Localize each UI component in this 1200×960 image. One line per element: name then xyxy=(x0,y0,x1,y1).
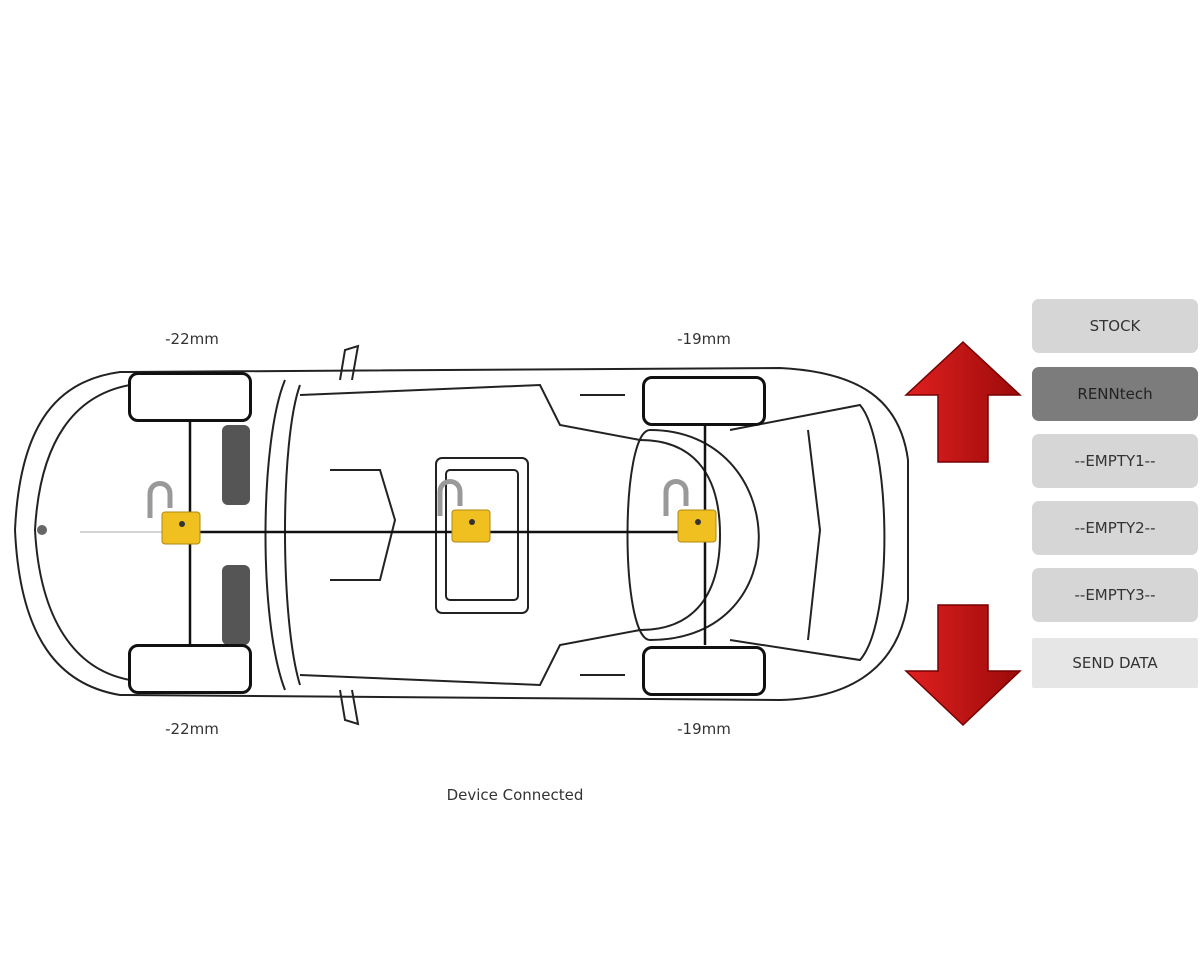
wheel-front-right[interactable] xyxy=(128,644,252,694)
connection-status: Device Connected xyxy=(446,786,584,804)
preset-empty1-button[interactable]: --EMPTY1-- xyxy=(1032,434,1198,488)
wheel-rear-left[interactable] xyxy=(642,376,766,426)
preset-empty3-button[interactable]: --EMPTY3-- xyxy=(1032,568,1198,622)
wheel-rear-right[interactable] xyxy=(642,646,766,696)
arrow-up-icon[interactable] xyxy=(904,340,1022,464)
rear-left-height: -19mm xyxy=(677,330,731,348)
wheel-front-left[interactable] xyxy=(128,372,252,422)
preset-renntech-button[interactable]: RENNtech xyxy=(1032,367,1198,421)
send-data-button[interactable]: SEND DATA xyxy=(1032,638,1198,688)
padlock-open-icon-rear[interactable] xyxy=(658,476,718,546)
padlock-open-icon-front[interactable] xyxy=(142,478,202,548)
arrow-down-icon[interactable] xyxy=(904,603,1022,727)
preset-stock-button[interactable]: STOCK xyxy=(1032,299,1198,353)
front-right-height: -22mm xyxy=(165,720,219,738)
rear-right-height: -19mm xyxy=(677,720,731,738)
preset-empty2-button[interactable]: --EMPTY2-- xyxy=(1032,501,1198,555)
padlock-open-icon-center[interactable] xyxy=(432,476,492,546)
front-left-height: -22mm xyxy=(165,330,219,348)
